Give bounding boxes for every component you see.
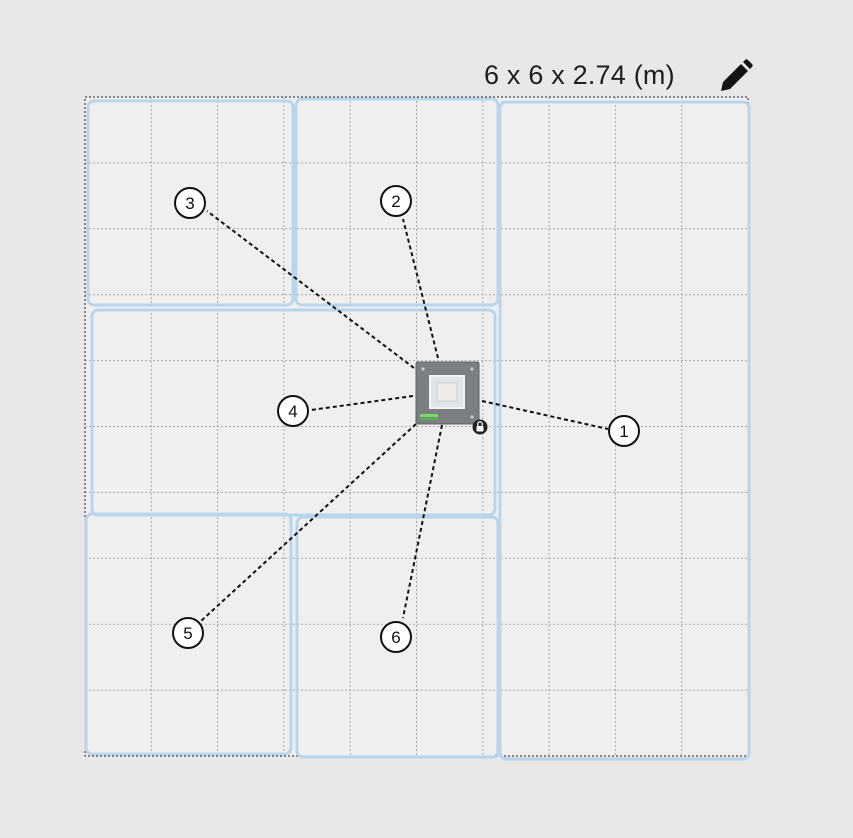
marker-circle[interactable] <box>172 617 204 649</box>
marker-4[interactable]: 4 <box>277 395 309 427</box>
marker-circle[interactable] <box>277 395 309 427</box>
pencil-icon <box>721 59 753 91</box>
marker-circle[interactable] <box>380 185 412 217</box>
zone-top-left[interactable] <box>86 99 295 307</box>
connection-lines <box>200 210 609 622</box>
marker-label: 6 <box>391 628 400 647</box>
connection-line <box>481 400 609 430</box>
connection-line <box>402 218 439 359</box>
marker-label: 5 <box>183 624 192 643</box>
marker-1[interactable]: 1 <box>608 415 640 447</box>
marker-label: 2 <box>391 192 400 211</box>
marker-label: 4 <box>288 402 297 421</box>
device-inner-square <box>436 382 458 402</box>
marker-6[interactable]: 6 <box>380 621 412 653</box>
marker-circle[interactable] <box>608 415 640 447</box>
marker-5[interactable]: 5 <box>172 617 204 649</box>
device-screw-icon <box>470 367 474 371</box>
device-screw-icon <box>421 367 425 371</box>
device[interactable] <box>415 361 488 435</box>
zone-top-middle[interactable] <box>294 97 500 307</box>
zone-bottom-middle[interactable] <box>295 515 500 759</box>
zone-bottom-left[interactable] <box>84 512 293 756</box>
connection-line <box>310 395 414 411</box>
markers: 1 2 3 4 5 6 <box>172 185 640 653</box>
zones-layer <box>84 97 751 761</box>
device-status-led <box>420 414 438 417</box>
connection-line <box>206 210 415 369</box>
device-status-led <box>420 418 438 420</box>
marker-label: 1 <box>619 422 628 441</box>
marker-3[interactable]: 3 <box>174 187 206 219</box>
zone-middle-wide[interactable] <box>90 308 497 517</box>
edit-dimensions-button[interactable] <box>716 58 754 96</box>
device-screw-icon <box>470 415 474 419</box>
lock-icon[interactable] <box>472 419 488 435</box>
marker-2[interactable]: 2 <box>380 185 412 217</box>
room-dimensions-label: 6 x 6 x 2.74 (m) <box>484 60 675 90</box>
zone-right-column[interactable] <box>498 100 751 761</box>
marker-circle[interactable] <box>174 187 206 219</box>
marker-label: 3 <box>185 194 194 213</box>
connection-line <box>402 424 443 619</box>
marker-circle[interactable] <box>380 621 412 653</box>
